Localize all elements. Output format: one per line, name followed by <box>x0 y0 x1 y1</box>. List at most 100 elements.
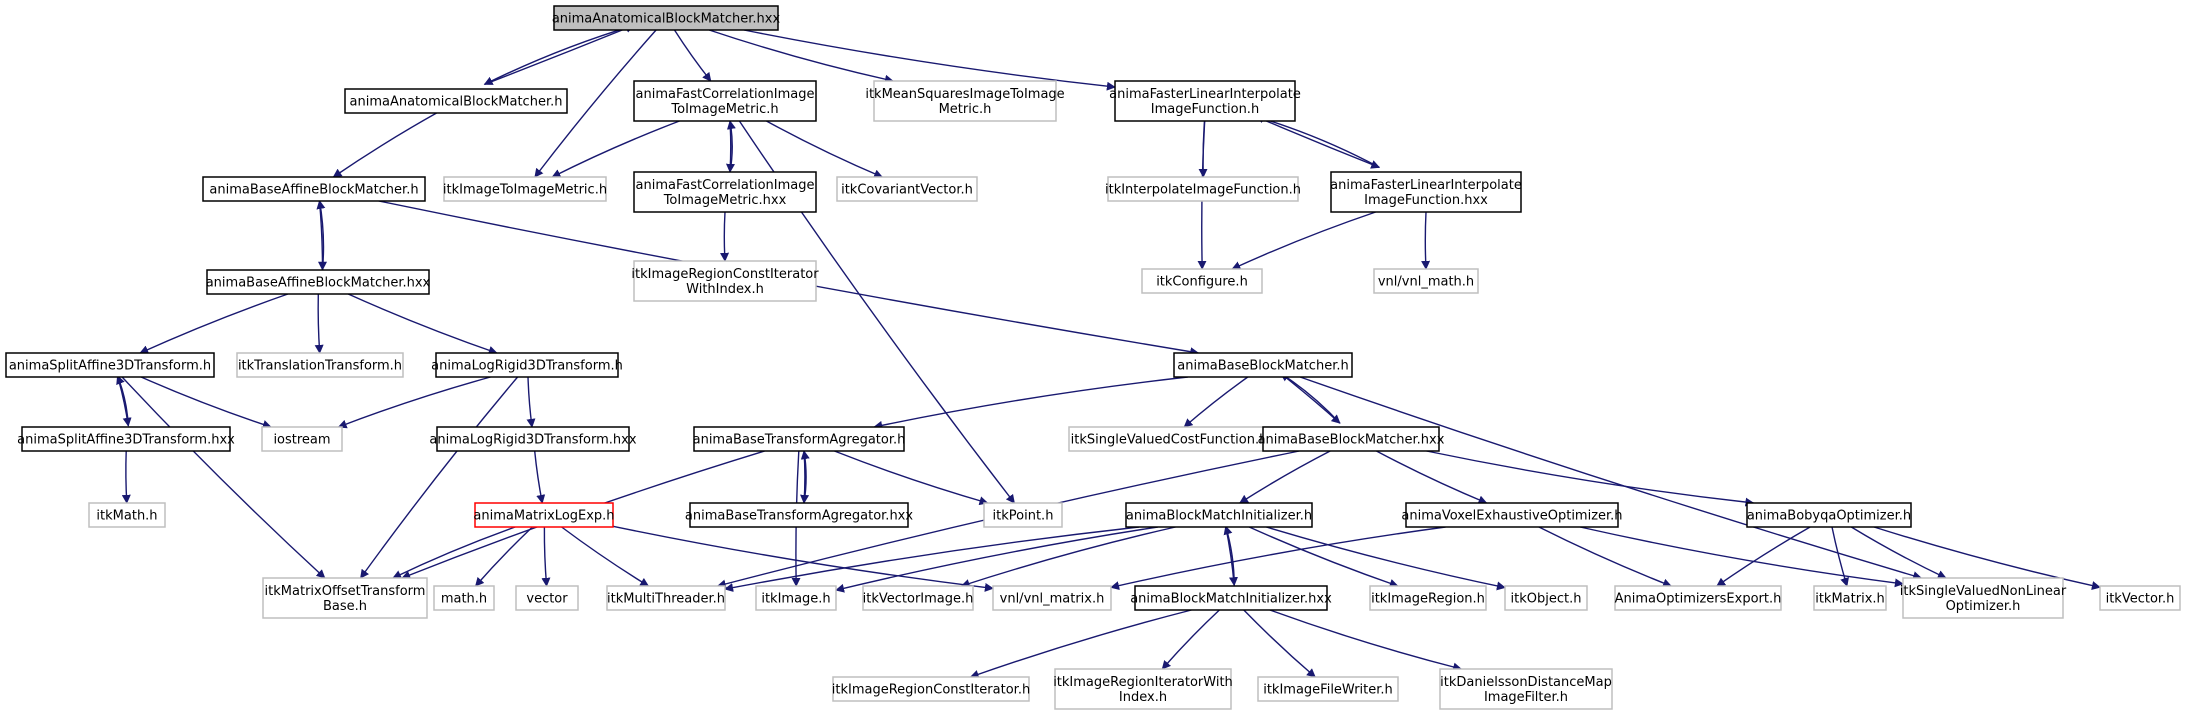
node-animabaseaffineblockmatcher-h[interactable]: animaBaseAffineBlockMatcher.h <box>202 176 426 202</box>
edge-abm_h-to-root <box>484 24 635 86</box>
node-label: animaBaseTransformAgregator.h <box>693 433 906 448</box>
node-label: itkImageRegionConstIterator <box>631 267 819 282</box>
edge-fci_hxx-to-irci_wi <box>720 211 730 262</box>
node-label: animaFasterLinearInterpolate <box>1109 87 1301 102</box>
node-animafasterlinearinterpolateimagefunction-hxx[interactable]: animaFasterLinearInterpolateImageFunctio… <box>1330 171 1522 213</box>
node-label: itkInterpolateImageFunction.h <box>1105 183 1301 198</box>
node-animabobyqaoptimizer-h[interactable]: animaBobyqaOptimizer.h <box>1746 502 1912 528</box>
node-box <box>1134 585 1328 611</box>
edge-bmi_h-to-object_h <box>1266 526 1506 591</box>
node-animasplitaffine3dtransform-h[interactable]: animaSplitAffine3DTransform.h <box>5 352 215 378</box>
node-label: ToImageMetric.hxx <box>663 193 787 208</box>
node-label: itkSingleValuedCostFunction.h <box>1071 433 1268 448</box>
nodes-layer: animaAnatomicalBlockMatcher.hxx animaAnat… <box>5 5 2181 710</box>
node-animaanatomicalblockmatcher-h[interactable]: animaAnatomicalBlockMatcher.h <box>344 88 568 114</box>
node-animabasetransformagregator-hxx[interactable]: animaBaseTransformAgregator.hxx <box>685 502 913 528</box>
node-label: animaBaseAffineBlockMatcher.hxx <box>206 276 431 291</box>
edge-bbm_h-to-svcf_h <box>1183 376 1249 428</box>
node-box <box>206 269 430 295</box>
edge-baffbm_hxx-to-logrigid_h <box>347 293 498 355</box>
node-animamatrixlogexp-h[interactable]: animaMatrixLogExp.h <box>473 502 615 528</box>
edge-bta_hxx-to-bta_h <box>800 450 810 504</box>
node-itkimage-h: itkImage.h <box>755 585 837 611</box>
node-math-h: math.h <box>433 585 495 611</box>
node-animavoxelexhaustiveoptimizer-h[interactable]: animaVoxelExhaustiveOptimizer.h <box>1401 502 1623 528</box>
node-box <box>633 80 817 122</box>
node-box <box>1373 268 1479 294</box>
edge-bbm_h-to-bta_h <box>873 376 1188 430</box>
node-label: animaFastCorrelationImage <box>636 178 815 193</box>
edge-fci_hxx-to-fci_h <box>726 120 736 173</box>
node-itkmatrix-h: itkMatrix.h <box>1813 585 1887 611</box>
node-animabaseblockmatcher-h[interactable]: animaBaseBlockMatcher.h <box>1173 352 1353 378</box>
node-label: animaFastCorrelationImage <box>636 87 815 102</box>
node-box <box>1107 176 1299 202</box>
node-label: itkImageToImageMetric.h <box>443 183 607 198</box>
edge-matlog_h-to-vnlmatrix_h <box>612 525 994 592</box>
node-vnl-vnl-math-h: vnl/vnl_math.h <box>1373 268 1479 294</box>
node-label: itkMath.h <box>96 509 157 524</box>
node-label: animaAnatomicalBlockMatcher.h <box>350 95 563 110</box>
edge-logrigid_h-to-iostream <box>337 376 491 429</box>
node-label: itkMeanSquaresImageToImage <box>865 87 1064 102</box>
edge-root-to-msq_h <box>708 29 894 84</box>
node-animabasetransformagregator-h[interactable]: animaBaseTransformAgregator.h <box>693 426 906 452</box>
edge-fli_h-to-fli_hxx <box>1255 115 1381 169</box>
node-box <box>862 585 974 611</box>
node-label: animaAnatomicalBlockMatcher.hxx <box>552 12 781 27</box>
node-animabaseaffineblockmatcher-hxx[interactable]: animaBaseAffineBlockMatcher.hxx <box>206 269 431 295</box>
edge-split_h-to-split_hxx <box>116 375 132 427</box>
node-box <box>1262 426 1440 452</box>
node-label: AnimaOptimizersExport.h <box>1615 592 1782 607</box>
node-box <box>1369 585 1487 611</box>
node-box <box>1173 352 1353 378</box>
edge-baffbm_hxx-to-trans_h <box>314 293 324 354</box>
node-animablockmatchinitializer-hxx[interactable]: animaBlockMatchInitializer.hxx <box>1130 585 1332 611</box>
node-box <box>606 585 726 611</box>
node-box <box>992 585 1112 611</box>
node-animablockmatchinitializer-h[interactable]: animaBlockMatchInitializer.h <box>1125 502 1313 528</box>
edge-logrigid_h-to-mot_h <box>360 376 519 579</box>
edge-matlog_h-to-math_h <box>475 526 533 587</box>
node-animalogrigid3dtransform-h[interactable]: animaLogRigid3DTransform.h <box>431 352 623 378</box>
edge-root-to-itim_h <box>534 29 657 178</box>
node-box <box>2099 585 2181 611</box>
edge-fli_hxx-to-config_h <box>1231 211 1376 270</box>
node-label: itkImageFileWriter.h <box>1263 683 1393 698</box>
node-itkvector-h: itkVector.h <box>2099 585 2181 611</box>
node-box <box>344 88 568 114</box>
node-animasplitaffine3dtransform-hxx[interactable]: animaSplitAffine3DTransform.hxx <box>17 426 235 452</box>
edge-fci_h-to-itim_h <box>551 120 680 178</box>
edge-abm_h-to-baffbm_h <box>332 112 437 178</box>
node-itkobject-h: itkObject.h <box>1504 585 1588 611</box>
node-box <box>1902 577 2064 619</box>
node-box <box>689 502 909 528</box>
node-label: itkTranslationTransform.h <box>238 359 402 374</box>
node-box <box>261 426 343 452</box>
edge-split_hxx-to-itkmath_h <box>121 450 131 504</box>
edge-split_h-to-iostream <box>140 376 272 429</box>
node-animafasterlinearinterpolateimagefunction-h[interactable]: animaFasterLinearInterpolateImageFunctio… <box>1109 80 1301 122</box>
node-box <box>983 502 1063 528</box>
node-animalogrigid3dtransform-hxx[interactable]: animaLogRigid3DTransform.hxx <box>429 426 637 452</box>
node-box <box>236 352 404 378</box>
node-box <box>1614 585 1782 611</box>
edge-split_hxx-to-split_h <box>116 375 129 426</box>
edge-matlog_h-to-vector <box>541 526 551 587</box>
node-animabaseblockmatcher-hxx[interactable]: animaBaseBlockMatcher.hxx <box>1258 426 1445 452</box>
node-label: itkMatrixOffsetTransform <box>265 584 426 599</box>
node-vnl-vnl-matrix-h: vnl/vnl_matrix.h <box>992 585 1112 611</box>
node-label: WithIndex.h <box>686 282 764 297</box>
node-animaanatomicalblockmatcher-hxx[interactable]: animaAnatomicalBlockMatcher.hxx <box>552 5 781 31</box>
node-label: animaBobyqaOptimizer.h <box>1747 509 1911 524</box>
node-iostream: iostream <box>261 426 343 452</box>
edge-bmi_hxx-to-ifw_h <box>1243 609 1316 678</box>
node-animafastcorrelationimagetoimagemetric-hxx[interactable]: animaFastCorrelationImageToImageMetric.h… <box>633 171 817 213</box>
node-label: itkDanielssonDistanceMap <box>1440 675 1612 690</box>
